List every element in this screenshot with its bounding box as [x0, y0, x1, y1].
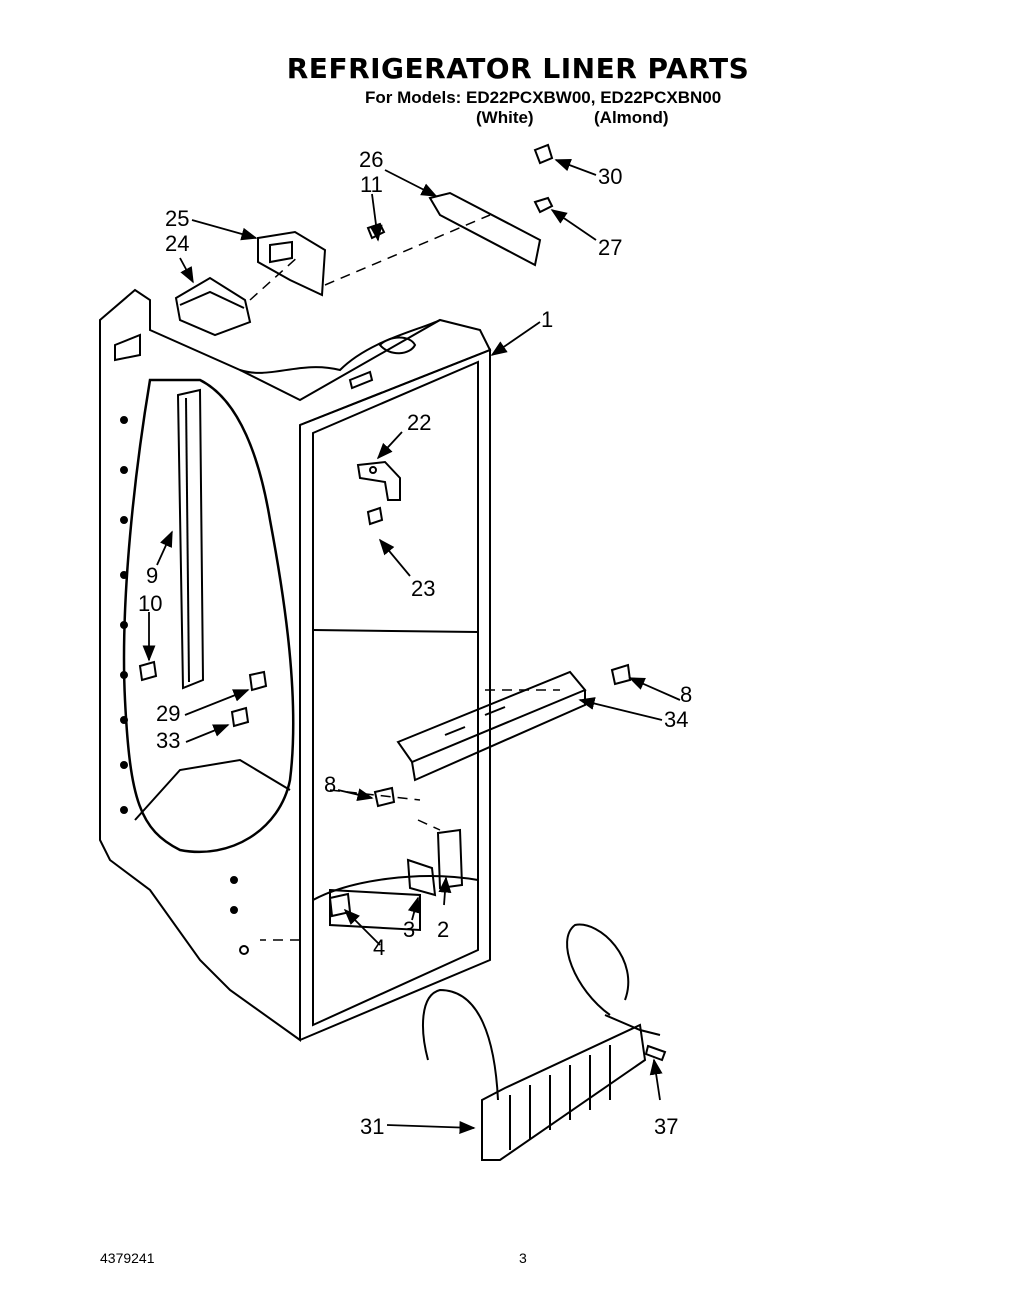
part-34-crossbar: [396, 670, 587, 782]
callout-label: 25: [165, 206, 189, 231]
page-number: 3: [519, 1250, 527, 1266]
callout-label: 22: [407, 410, 431, 435]
callout-label: 26: [359, 147, 383, 172]
callout-label: 33: [156, 728, 180, 753]
callout-label: 9: [146, 563, 158, 588]
callout-label: 23: [411, 576, 435, 601]
part-26-strip: [428, 191, 542, 267]
part-22-bracket: [356, 460, 401, 501]
callout-label: 10: [138, 591, 162, 616]
callout-label: 24: [165, 231, 189, 256]
part-24-housing: [174, 276, 252, 337]
document-number: 4379241: [100, 1250, 155, 1266]
leader-dashed-lines: [249, 214, 560, 941]
part-25-bracket: [257, 230, 327, 297]
cabinet-liner: [99, 288, 492, 1042]
callout-label: 8: [680, 682, 692, 707]
callout-label: 2: [437, 917, 449, 942]
callout-label: 1: [541, 307, 553, 332]
page-title: REFRIGERATOR LINER PARTS: [286, 52, 750, 85]
part-37-screw: [644, 1044, 667, 1062]
callout-label: 29: [156, 701, 180, 726]
callout-labels: 1 2 3 4 8 8 9 10 11 22 23 24 25 26 27 29…: [138, 147, 692, 1139]
fasteners: [138, 143, 632, 918]
part-9-shelf-rail: [176, 388, 205, 690]
callout-label: 30: [598, 164, 622, 189]
callout-label: 31: [360, 1114, 384, 1139]
callout-label: 3: [403, 917, 415, 942]
models-line: For Models: ED22PCXBW00, ED22PCXBN00: [365, 88, 722, 107]
color-white-label: (White): [476, 108, 534, 127]
color-almond-label: (Almond): [594, 108, 669, 127]
callout-label: 27: [598, 235, 622, 260]
part-31-heater: [422, 923, 661, 1161]
callout-arrows: [142, 159, 681, 1134]
callout-label: 11: [360, 172, 383, 197]
callout-label: 8: [324, 772, 336, 797]
callout-label: 37: [654, 1114, 678, 1139]
callout-label: 4: [373, 935, 385, 960]
callout-label: 34: [664, 707, 688, 732]
